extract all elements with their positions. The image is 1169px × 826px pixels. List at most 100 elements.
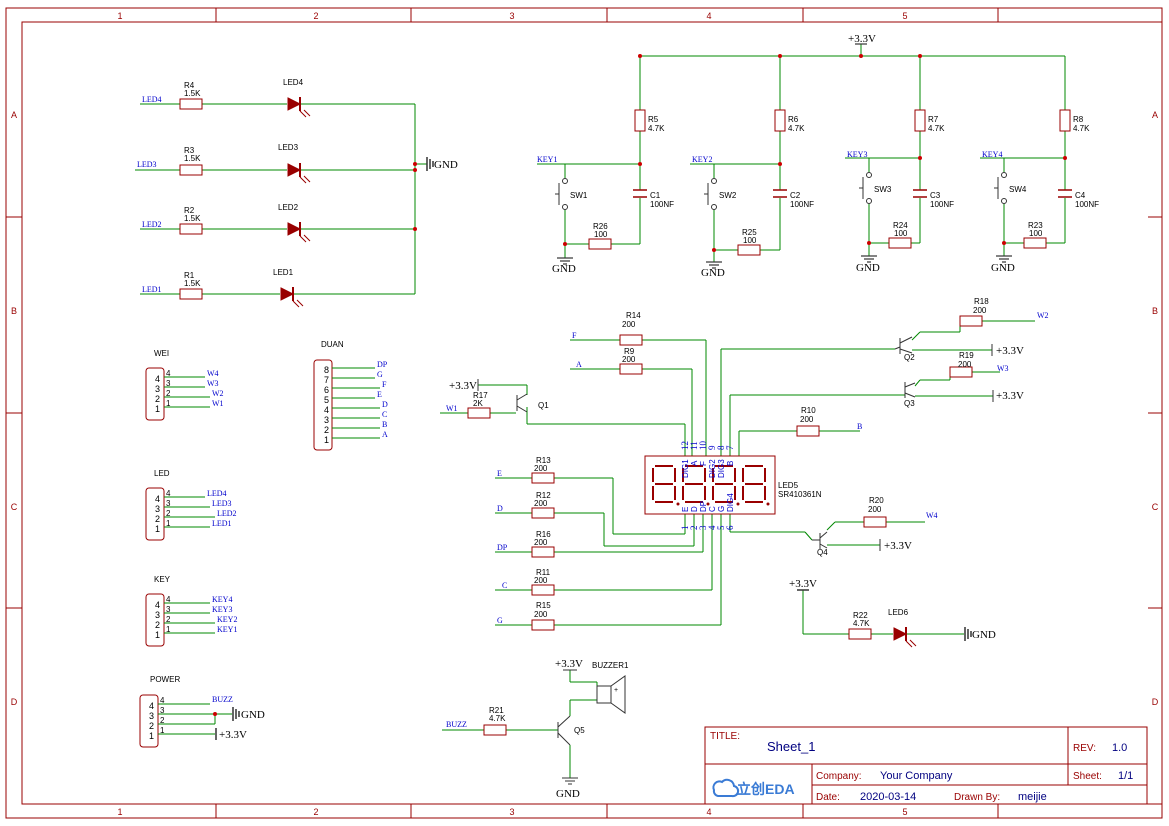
connector-title-wei: WEI: [154, 349, 169, 358]
vcc-label: +3.3V: [848, 33, 876, 45]
resistor-ref: R6: [788, 115, 799, 124]
svg-text:1: 1: [166, 519, 171, 528]
svg-text:3: 3: [698, 525, 708, 530]
svg-text:D: D: [497, 504, 503, 513]
svg-text:B: B: [857, 422, 862, 431]
resistor-ref: R24: [893, 221, 908, 230]
key-block-power-labels: +3.3V GND GND GND GND: [552, 33, 1015, 279]
key-block-caps: [633, 189, 1072, 198]
svg-text:8: 8: [716, 445, 726, 450]
column-label: 3: [509, 807, 514, 817]
connector-title-power: POWER: [150, 675, 180, 684]
svg-text:B: B: [382, 420, 387, 429]
rev-value: 1.0: [1112, 742, 1127, 754]
title-block: [704, 726, 1148, 805]
column-label: 5: [902, 11, 907, 21]
svg-text:3: 3: [166, 499, 171, 508]
svg-text:3: 3: [166, 379, 171, 388]
resistor-ref: R13: [536, 456, 551, 465]
svg-text:G: G: [377, 370, 383, 379]
switch-ref: SW4: [1009, 185, 1027, 194]
svg-text:G: G: [717, 506, 726, 512]
svg-text:6: 6: [725, 525, 735, 530]
connector-pin-numbers: 43 21 43 21 87 65 43 21 43 21 43 21 43 2…: [149, 365, 329, 741]
power-led-power-labels: +3.3V GND: [789, 578, 996, 641]
resistor-value: 1.5K: [184, 279, 201, 288]
svg-text:2: 2: [160, 716, 165, 725]
column-label: 4: [706, 11, 711, 21]
svg-text:DP: DP: [699, 501, 708, 512]
resistor-ref: R14: [626, 311, 641, 320]
column-label: 3: [509, 11, 514, 21]
transistor-net-labels: W1 W2 W3 W4: [446, 311, 1049, 520]
svg-text:R20: R20: [869, 496, 884, 505]
svg-text:2: 2: [166, 615, 171, 624]
svg-text:R18: R18: [974, 297, 989, 306]
svg-text:8: 8: [324, 365, 329, 375]
svg-text:BUZZ: BUZZ: [212, 695, 233, 704]
svg-text:+3.3V: +3.3V: [449, 380, 477, 392]
diode-ref: LED1: [273, 268, 294, 277]
led-block-net-labels: LED4 LED3 LED2 LED1: [137, 95, 162, 294]
rev-label: REV:: [1073, 743, 1096, 754]
row-label: A: [1152, 110, 1158, 120]
cap-ref: C1: [650, 191, 661, 200]
svg-text:3: 3: [166, 605, 171, 614]
svg-text:4: 4: [160, 696, 165, 705]
net-label: KEY2: [692, 155, 712, 164]
resistor-value: 4.7K: [1073, 124, 1090, 133]
svg-text:+3.3V: +3.3V: [884, 540, 912, 552]
resistor-ref: R11: [536, 568, 551, 577]
power-led-symbols: [797, 589, 972, 641]
svg-text:5: 5: [324, 395, 329, 405]
svg-text:1: 1: [166, 625, 171, 634]
svg-text:4: 4: [155, 600, 160, 610]
resistor-value: 200: [622, 320, 636, 329]
key-block-switches: [555, 172, 1007, 210]
led-block-labels: R4 1.5K R3 1.5K R2 1.5K R1 1.5K LED4 LED…: [184, 78, 304, 288]
svg-text:2: 2: [166, 509, 171, 518]
display-net-labels: F A E D DP C G B: [497, 331, 862, 625]
svg-text:G: G: [497, 616, 503, 625]
svg-text:Q1: Q1: [538, 401, 549, 410]
svg-text:B: B: [726, 461, 735, 466]
svg-text:+3.3V: +3.3V: [996, 390, 1024, 402]
drawn-by-label: Drawn By:: [954, 792, 1000, 803]
resistor-value: 200: [534, 464, 548, 473]
svg-text:3: 3: [160, 706, 165, 715]
svg-text:4: 4: [324, 405, 329, 415]
svg-text:2: 2: [155, 620, 160, 630]
resistor-value: 100: [894, 229, 908, 238]
svg-text:+3.3V: +3.3V: [996, 345, 1024, 357]
svg-text:A: A: [576, 360, 582, 369]
svg-text:KEY4: KEY4: [212, 595, 232, 604]
resistor-ref: R12: [536, 491, 551, 500]
company-value: Your Company: [880, 770, 953, 782]
svg-text:11: 11: [689, 441, 699, 450]
resistor-ref: R1: [184, 271, 195, 280]
net-label: KEY3: [847, 150, 867, 159]
power-led-diode: [893, 627, 917, 648]
svg-text:200: 200: [868, 505, 882, 514]
display-pin-names: DIG1 A F DIG2 DIG3 B E D DP C G DIG4: [681, 459, 735, 512]
led-block-junctions: [413, 162, 417, 231]
svg-text:KEY3: KEY3: [212, 605, 232, 614]
gnd-label: GND: [856, 262, 880, 274]
cloud-icon: [712, 778, 740, 798]
net-label: LED1: [142, 285, 162, 294]
svg-text:C: C: [502, 581, 507, 590]
svg-text:1: 1: [324, 435, 329, 445]
led-block-gnd-symbol: [426, 157, 434, 171]
svg-text:1: 1: [155, 630, 160, 640]
connector-power-labels: GND +3.3V: [219, 709, 265, 741]
svg-text:C: C: [382, 410, 387, 419]
column-label: 2: [313, 11, 318, 21]
transistor-labels: Q1 Q2 Q3 Q4 R17 2K R18 200 R19 200 R20 2…: [473, 297, 989, 557]
svg-text:E: E: [681, 507, 690, 512]
svg-text:A: A: [382, 430, 388, 439]
net-label: LED2: [142, 220, 162, 229]
gnd-label: GND: [701, 267, 725, 279]
svg-text:E: E: [377, 390, 382, 399]
resistor-value: 200: [534, 538, 548, 547]
